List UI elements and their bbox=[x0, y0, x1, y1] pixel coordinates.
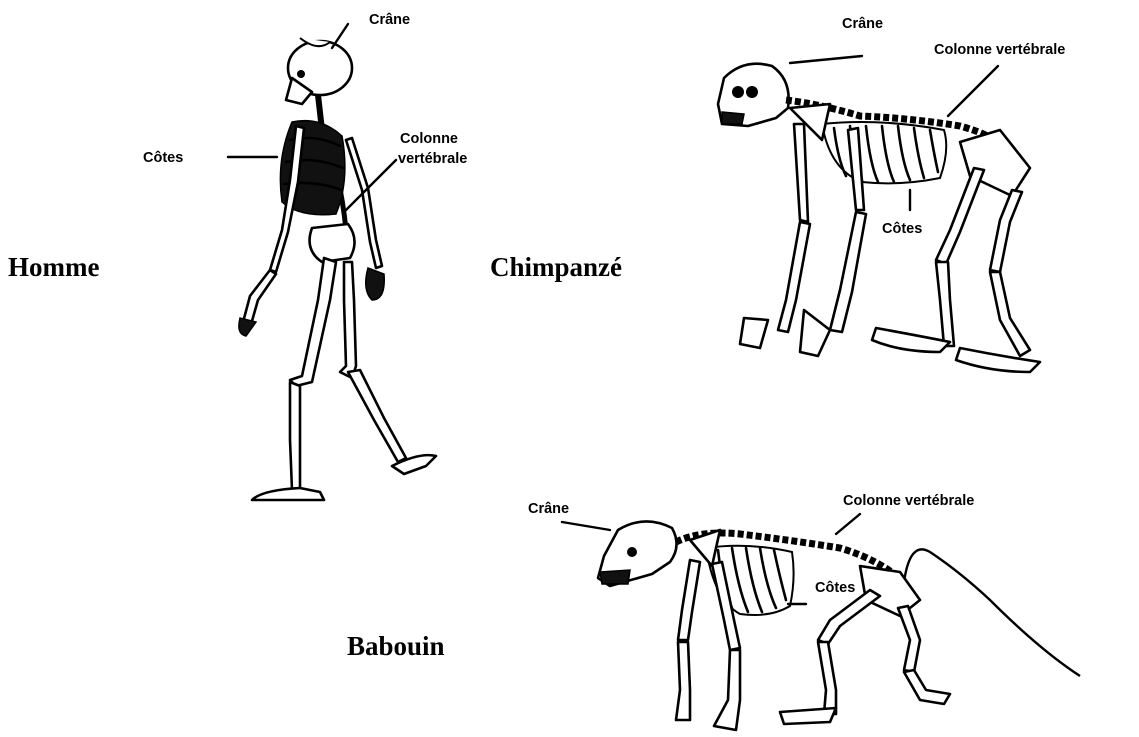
baboon-label-ribs: Côtes bbox=[815, 580, 855, 596]
human-group: Homme bbox=[8, 12, 467, 500]
chimp-ribcage bbox=[822, 122, 946, 183]
chimp-leader-skull bbox=[790, 56, 862, 63]
baboon-leader-spine bbox=[836, 514, 860, 534]
chimp-group: Chimpanzé bbox=[490, 16, 1065, 372]
human-species-name: Homme bbox=[8, 252, 99, 282]
chimp-label-ribs: Côtes bbox=[882, 221, 922, 237]
human-skull bbox=[286, 38, 352, 104]
chimp-skeleton bbox=[718, 64, 1040, 372]
baboon-label-spine: Colonne vertébrale bbox=[843, 493, 974, 509]
baboon-leader-skull bbox=[562, 522, 610, 530]
baboon-label-skull: Crâne bbox=[528, 501, 569, 517]
chimp-leader-spine bbox=[948, 66, 998, 116]
human-skeleton bbox=[239, 38, 436, 500]
human-label-skull: Crâne bbox=[369, 12, 410, 28]
human-label-spine-line1: Colonne bbox=[400, 131, 458, 147]
chimp-species-name: Chimpanzé bbox=[490, 252, 622, 282]
human-label-spine-line2: vertébrale bbox=[398, 151, 467, 167]
baboon-group: Babouin bbox=[347, 493, 1080, 730]
chimp-label-skull: Crâne bbox=[842, 16, 883, 32]
chimp-skull bbox=[718, 64, 789, 126]
human-pelvis bbox=[310, 224, 355, 262]
chimp-label-spine: Colonne vertébrale bbox=[934, 42, 1065, 58]
baboon-tail bbox=[904, 549, 1080, 676]
baboon-skeleton bbox=[598, 521, 1080, 730]
baboon-species-name: Babouin bbox=[347, 631, 445, 661]
human-label-ribs: Côtes bbox=[143, 150, 183, 166]
human-leader-skull bbox=[332, 24, 348, 48]
